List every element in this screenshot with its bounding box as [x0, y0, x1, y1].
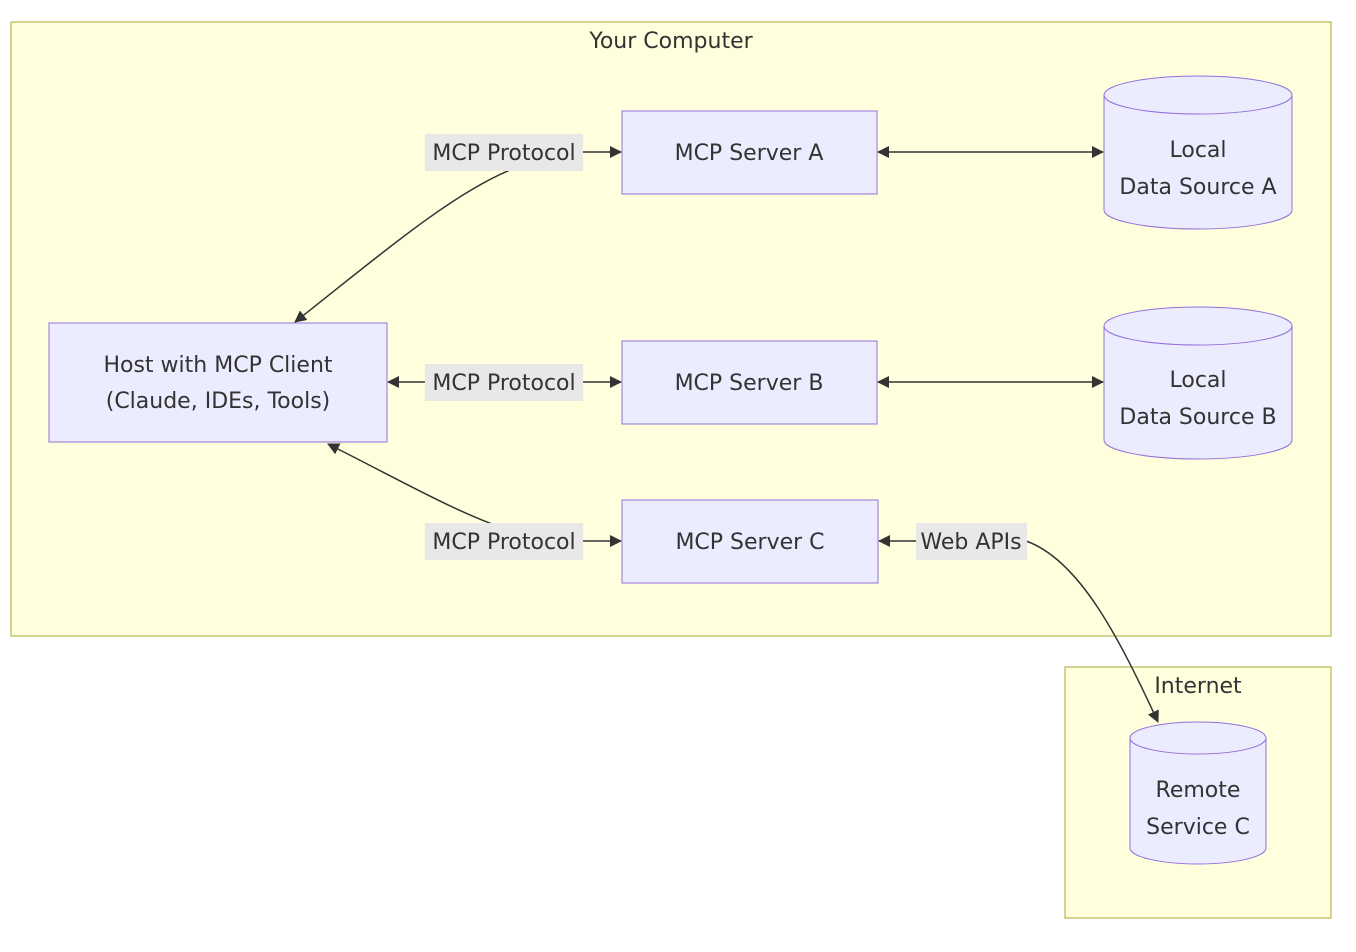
node-server-a-label: MCP Server A [675, 141, 824, 166]
edge-label-web-apis: Web APIs [920, 530, 1021, 555]
node-data-source-a-line-2: Data Source A [1119, 175, 1276, 200]
cluster-your-computer-label: Your Computer [588, 29, 753, 54]
cluster-internet-label: Internet [1154, 674, 1242, 699]
node-host-line-2: (Claude, IDEs, Tools) [106, 389, 331, 414]
edge-label-mcp-protocol-a: MCP Protocol [432, 141, 575, 166]
edge-label-mcp-protocol-c: MCP Protocol [432, 530, 575, 555]
edge-label-bg [425, 134, 583, 171]
node-server-a: MCP Server A [621, 110, 878, 195]
edge-label-bg [916, 523, 1027, 560]
edge-label-server-c-remote: Web APIs [916, 523, 1027, 560]
node-remote-service-c-line-1: Remote [1156, 778, 1241, 803]
edge-host-server-a [294, 146, 622, 323]
node-remote-service-c-line-2: Service C [1146, 815, 1250, 840]
node-server-a-box [621, 110, 878, 195]
node-data-source-b: Local Data Source B [1103, 306, 1293, 460]
cylinder-body [1129, 738, 1267, 865]
edge-label-host-a: MCP Protocol [425, 134, 583, 171]
cylinder-body [1103, 95, 1293, 230]
cylinder-top [1129, 721, 1267, 755]
node-data-source-b-line-2: Data Source B [1119, 405, 1276, 430]
node-server-c-box [621, 499, 879, 584]
cylinder-body [1103, 326, 1293, 460]
edge-label-mcp-protocol-b: MCP Protocol [432, 371, 575, 396]
node-remote-service-c: Remote Service C [1129, 721, 1267, 865]
node-data-source-a-line-1: Local [1169, 138, 1226, 163]
edge-label-bg [425, 364, 583, 401]
node-server-c-label: MCP Server C [675, 530, 824, 555]
node-host-line-1: Host with MCP Client [103, 353, 332, 378]
edge-label-bg [425, 523, 583, 560]
edge-label-host-c: MCP Protocol [425, 523, 583, 560]
edge-label-host-b: MCP Protocol [425, 364, 583, 401]
cylinder-top [1103, 306, 1293, 346]
node-data-source-a: Local Data Source A [1103, 75, 1293, 230]
node-host-box [48, 322, 388, 443]
node-server-b-label: MCP Server B [675, 371, 824, 396]
node-server-c: MCP Server C [621, 499, 879, 584]
node-host: Host with MCP Client (Claude, IDEs, Tool… [48, 322, 388, 443]
cylinder-top [1103, 75, 1293, 115]
node-server-b: MCP Server B [621, 340, 878, 425]
node-server-b-box [621, 340, 878, 425]
edge-server-c-remote-c [878, 535, 1159, 723]
node-data-source-b-line-1: Local [1169, 368, 1226, 393]
